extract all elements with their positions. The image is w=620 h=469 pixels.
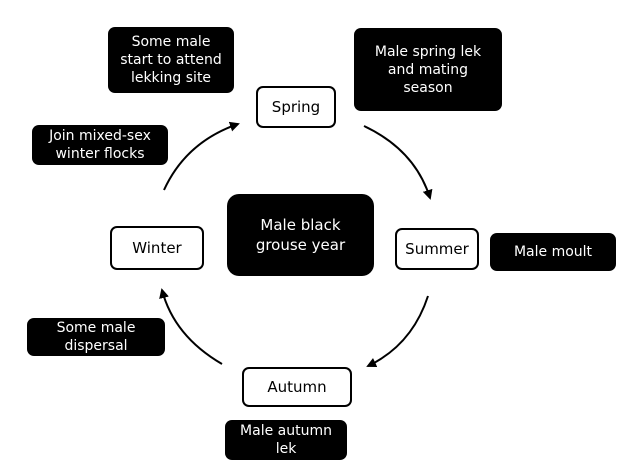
season-autumn: Autumn: [242, 367, 352, 407]
note-winter-flocks: Join mixed-sex winter flocks: [32, 125, 168, 165]
arrow-autumn-to-winter: [159, 288, 223, 365]
note-summer-moult: Male moult: [490, 233, 616, 271]
center-title: Male black grouse year: [227, 194, 374, 276]
arrow-summer-to-autumn: [366, 295, 429, 368]
arrow-spring-to-summer: [363, 125, 433, 200]
note-winter-dispersal: Some male dispersal: [27, 318, 165, 356]
season-summer: Summer: [395, 228, 479, 270]
season-spring: Spring: [256, 86, 336, 128]
note-spring-attend-lek: Some male start to attend lekking site: [108, 27, 234, 93]
note-spring-lek-mating: Male spring lek and mating season: [354, 28, 502, 111]
season-winter: Winter: [110, 226, 204, 270]
note-autumn-lek: Male autumn lek: [225, 420, 347, 460]
arrow-winter-to-spring: [163, 121, 240, 191]
